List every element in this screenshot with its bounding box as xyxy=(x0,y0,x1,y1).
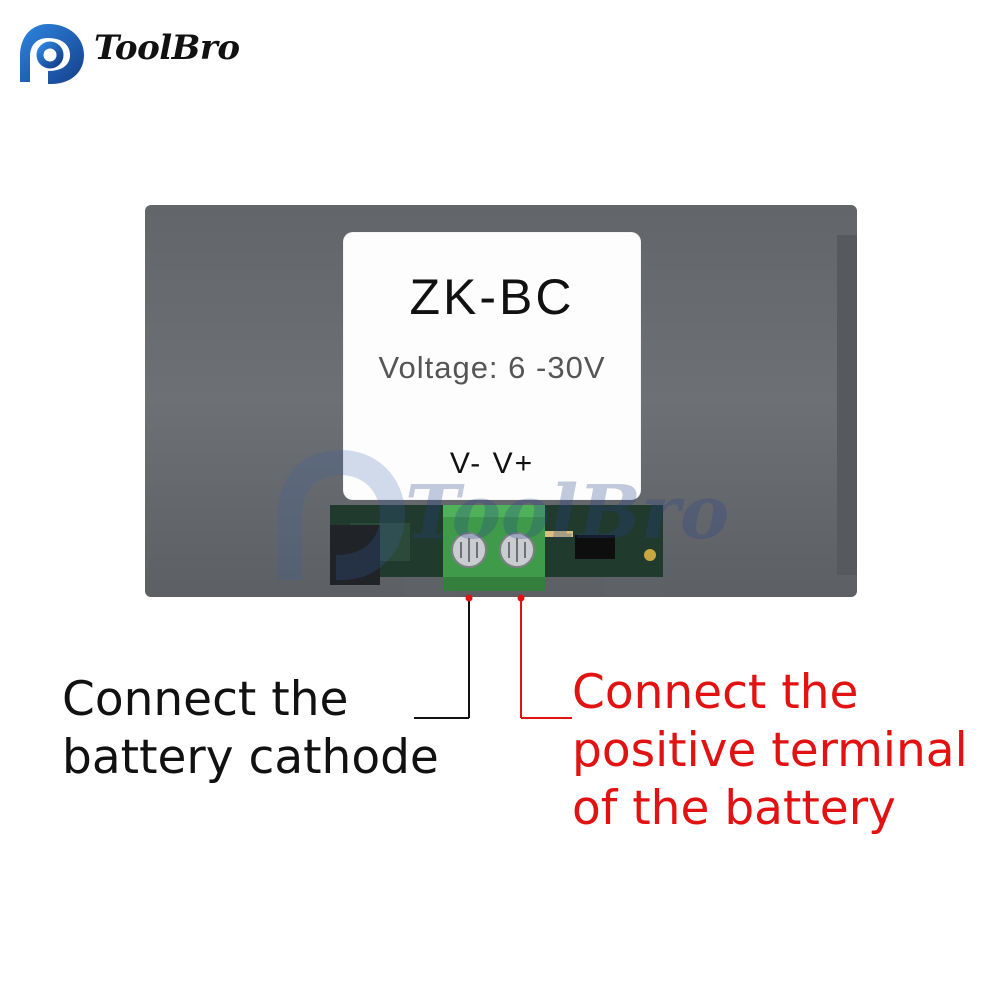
callout-positive-line-1: Connect the xyxy=(572,665,859,720)
pin-labels: V- V+ xyxy=(449,447,535,480)
watermark-logo-icon xyxy=(278,450,405,580)
voltage-rating: Voltage: 6 -30V xyxy=(378,350,606,385)
watermark-text: ToolBro xyxy=(405,470,730,556)
callout-negative-line-1: Connect the xyxy=(62,672,349,727)
callout-negative-terminal: Connect the battery cathode xyxy=(62,671,439,787)
callout-positive-line-3: of the battery xyxy=(572,781,896,836)
callout-positive-line-2: positive terminal xyxy=(572,723,968,778)
terminal-block-icon xyxy=(443,505,545,591)
callout-negative-line-2: battery cathode xyxy=(62,730,439,785)
model-name: ZK-BC xyxy=(409,269,575,325)
toolbro-logo-icon xyxy=(20,24,84,84)
callout-positive-terminal: Connect the positive terminal of the bat… xyxy=(572,664,968,838)
device-label xyxy=(343,232,641,500)
brand-name: ToolBro xyxy=(94,28,240,68)
